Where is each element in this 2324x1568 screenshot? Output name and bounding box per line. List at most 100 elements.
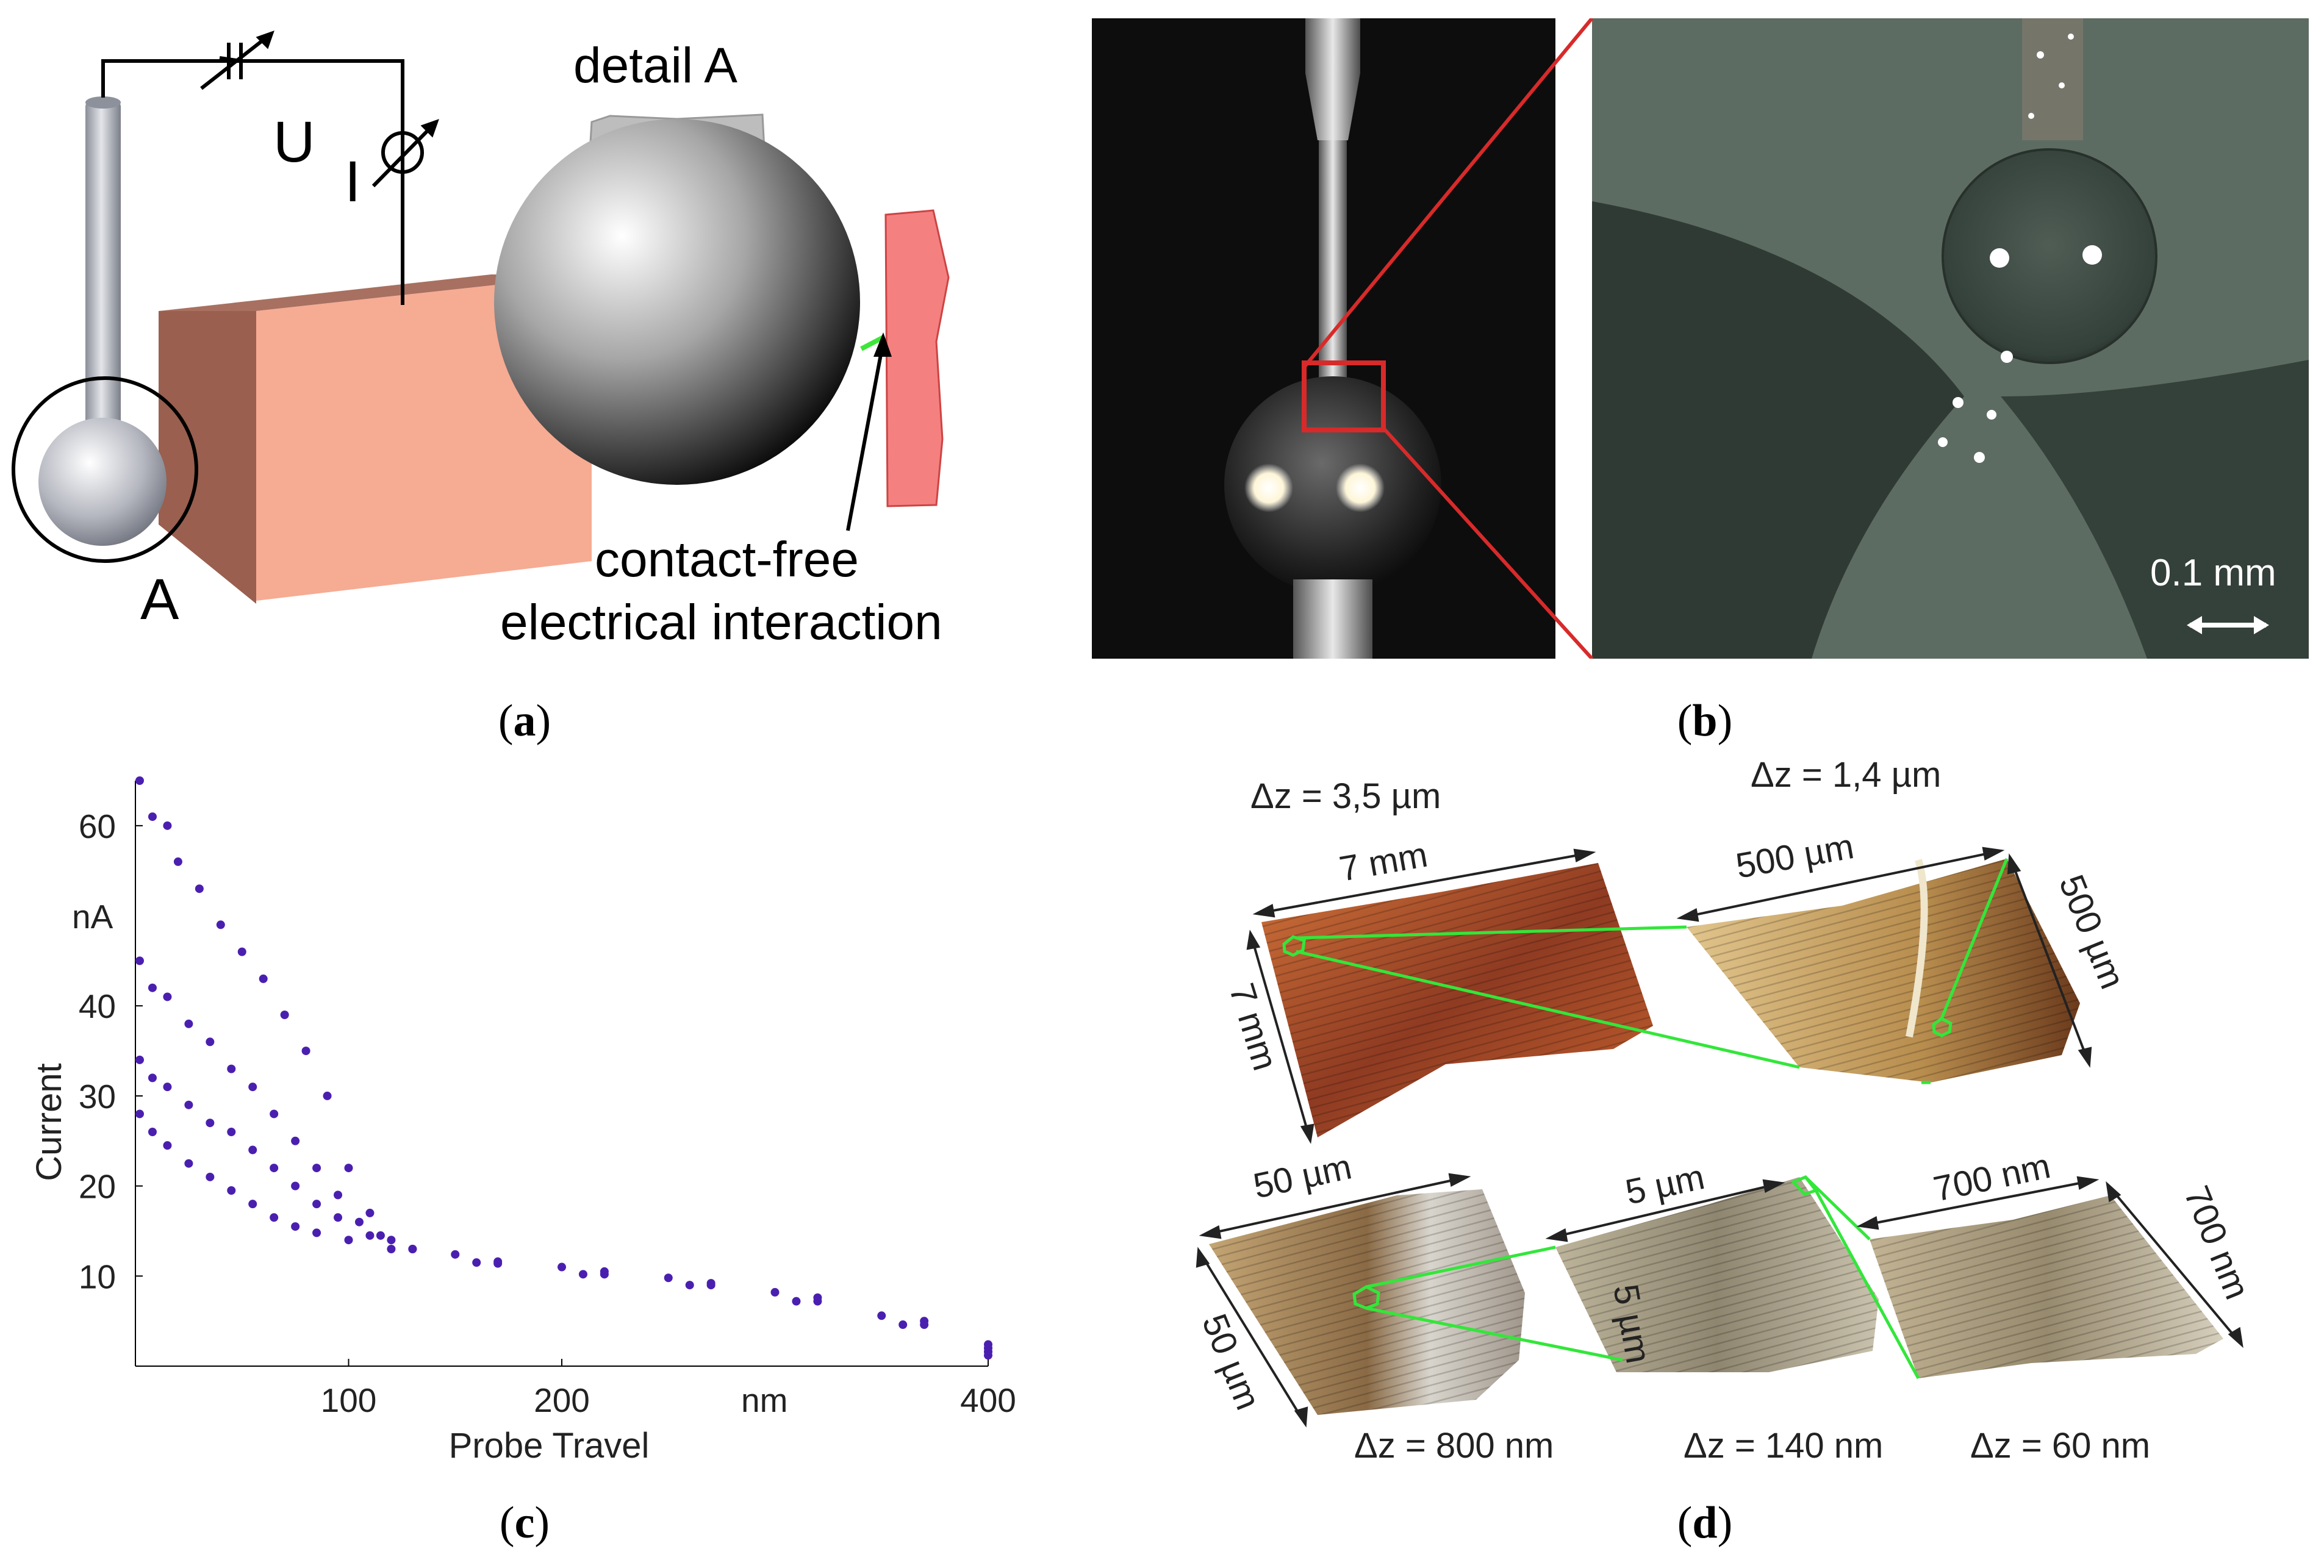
detail-label: detail A <box>573 38 737 93</box>
data-point <box>259 974 268 983</box>
data-point <box>578 1270 587 1279</box>
data-point <box>301 1047 310 1056</box>
data-point <box>206 1037 215 1047</box>
data-point <box>600 1270 609 1279</box>
scale-label: 0.1 mm <box>2150 552 2276 594</box>
stylus <box>38 96 167 546</box>
zoom-link-lines <box>1282 858 2009 1380</box>
x-tick-label: 200 <box>534 1381 590 1419</box>
data-point <box>685 1281 694 1290</box>
data-point <box>365 1231 375 1240</box>
data-point <box>898 1320 908 1330</box>
data-point <box>312 1164 321 1173</box>
data-point <box>270 1109 279 1119</box>
data-point <box>135 776 144 785</box>
data-point <box>270 1164 279 1173</box>
data-point <box>344 1164 353 1173</box>
data-point <box>920 1320 929 1330</box>
data-point <box>148 1073 157 1083</box>
data-point <box>184 1019 193 1028</box>
data-point <box>206 1119 215 1128</box>
data-point <box>408 1245 417 1253</box>
data-point <box>248 1145 257 1155</box>
data-point <box>148 983 157 992</box>
tile1-height-label: 7 mm <box>1222 979 1286 1075</box>
y-tick-label: 20 <box>79 1168 116 1206</box>
current-label: I <box>345 149 360 214</box>
data-point <box>148 1128 157 1136</box>
data-point <box>558 1262 566 1272</box>
data-point <box>312 1200 321 1209</box>
data-point <box>163 821 172 830</box>
data-point <box>248 1083 257 1092</box>
data-point <box>354 1217 364 1226</box>
data-point <box>135 956 144 965</box>
data-point <box>135 1055 144 1064</box>
y-unit-label: nA <box>72 898 113 936</box>
x-axis-title: Probe Travel <box>449 1426 650 1466</box>
annotation-line-1: contact-free <box>595 532 859 587</box>
panel-b-micrograph: 0.1 mm <box>1092 18 2309 659</box>
data-point <box>135 1109 144 1119</box>
data-point <box>216 920 225 929</box>
data-point <box>270 1213 279 1222</box>
tile3-height-label: 50 µm <box>1194 1309 1268 1416</box>
overview-photo <box>1092 18 1555 659</box>
caption-d: (d) <box>1677 1498 1733 1548</box>
annotation-line-2: electrical interaction <box>500 595 942 650</box>
data-point <box>227 1186 236 1195</box>
y-tick-label: 10 <box>79 1258 116 1295</box>
y-tick-label: 40 <box>79 987 116 1025</box>
data-point <box>323 1091 332 1100</box>
zoom-connector-lines <box>1302 18 1594 659</box>
tile1-dz-label: Δz = 3,5 µm <box>1250 776 1441 816</box>
data-point <box>376 1231 385 1240</box>
data-point <box>280 1011 289 1019</box>
y-axis-title: Current <box>29 1063 69 1181</box>
data-point <box>163 1141 172 1150</box>
detail-a-view <box>494 113 950 531</box>
panel-d-topography: Δz = 3,5 µm 7 mm 7 mm Δz = 1,4 µm 500 µm… <box>1194 755 2258 1466</box>
tile5-height-label: 700 nm <box>2176 1181 2258 1305</box>
panel-a-schematic: U I A detail A contact-free electrical i… <box>12 30 950 650</box>
data-point <box>163 992 172 1001</box>
data-point <box>877 1311 886 1320</box>
data-point <box>334 1190 343 1200</box>
data-point <box>334 1213 343 1222</box>
dimension-arrows <box>1196 847 2243 1428</box>
data-point <box>148 812 157 822</box>
data-point <box>163 1083 172 1092</box>
topography-tile-1 <box>1261 863 1653 1137</box>
tile2-dz-label: Δz = 1,4 µm <box>1751 755 1941 795</box>
data-point <box>237 947 246 956</box>
data-point <box>387 1236 396 1245</box>
data-point <box>387 1245 396 1253</box>
data-point <box>984 1351 992 1360</box>
data-point <box>291 1222 300 1231</box>
tile4-dz-label: Δz = 140 nm <box>1684 1426 1883 1466</box>
tile3-width-label: 50 µm <box>1250 1147 1355 1206</box>
marker-label-a: A <box>140 567 179 632</box>
data-point <box>792 1297 801 1306</box>
zoom-frame <box>1302 360 1386 432</box>
x-unit-label: nm <box>741 1381 787 1419</box>
caption-a: (a) <box>498 696 551 746</box>
zoom-photo <box>1592 18 2309 659</box>
tile1-width-label: 7 mm <box>1336 835 1430 889</box>
data-point <box>248 1200 257 1209</box>
tile5-dz-label: Δz = 60 nm <box>1970 1426 2150 1466</box>
data-point <box>451 1250 460 1259</box>
data-point <box>173 857 182 866</box>
topography-tile-4 <box>1555 1177 1879 1372</box>
x-tick-label: 400 <box>960 1381 1016 1419</box>
data-point <box>291 1181 300 1190</box>
data-point <box>472 1258 481 1267</box>
y-tick-label: 60 <box>79 807 116 845</box>
data-point <box>206 1172 215 1181</box>
data-point <box>291 1136 300 1145</box>
y-tick-label: 30 <box>79 1078 116 1115</box>
data-point <box>493 1259 503 1268</box>
data-point <box>706 1281 715 1290</box>
data-point <box>813 1297 822 1306</box>
